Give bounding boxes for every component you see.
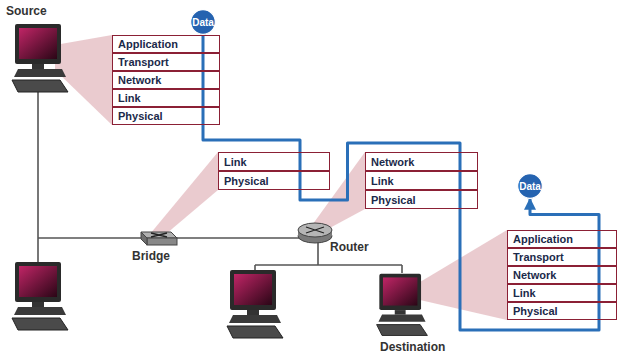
box-ground [218, 171, 330, 190]
layer-name: Physical [513, 305, 558, 317]
data-circle: Data [190, 9, 216, 35]
computer-icon [12, 262, 68, 330]
network-wire [37, 92, 39, 262]
device-label: Router [330, 240, 369, 254]
network-wire [317, 240, 319, 265]
layer-name: Transport [513, 251, 564, 263]
layer-box: Network [365, 152, 478, 171]
computer-icon [12, 24, 68, 92]
layer-name: Link [371, 175, 394, 187]
layer-box: Link [365, 171, 478, 190]
box-ground [218, 152, 330, 171]
data-circle-shape [518, 174, 543, 199]
network-wire [255, 264, 402, 266]
layer-name: Application [118, 38, 178, 50]
layer-box: Link [218, 152, 330, 171]
layer-box: Transport [112, 53, 220, 71]
network-wire [254, 265, 256, 270]
layer-box: Network [507, 266, 617, 284]
computer-icon [377, 274, 428, 336]
data-path [203, 35, 599, 330]
layer-box: Transport [507, 248, 617, 266]
router-icon [306, 227, 324, 233]
router-icon [298, 223, 332, 237]
computer-icon [227, 270, 283, 338]
layer-name: Application [513, 233, 573, 245]
layer-name: Link [118, 92, 141, 104]
layer-name: Transport [118, 56, 169, 68]
bridge-icon [151, 233, 167, 237]
layer-name: Network [118, 74, 161, 86]
layer-name: Physical [371, 194, 416, 206]
bridge-icon [141, 232, 177, 245]
callout-wedges [55, 35, 507, 320]
layer-box: Physical [365, 190, 478, 209]
layer-box: Link [112, 89, 220, 107]
layer-name: Network [513, 269, 556, 281]
callout-wedge [150, 152, 218, 234]
data-circle-shape [191, 10, 216, 35]
layer-box: Physical [507, 302, 617, 320]
layer-box: Network [112, 71, 220, 89]
data-label: Data [519, 181, 541, 192]
layer-name: Physical [224, 175, 269, 187]
router-icon [298, 223, 332, 243]
layer-box: Application [507, 230, 617, 248]
callout-wedge [55, 35, 112, 125]
layer-box: Application [112, 35, 220, 53]
network-wire [401, 265, 403, 273]
layer-box: Link [507, 284, 617, 302]
bridge-icon [147, 238, 177, 245]
device-label: Bridge [132, 249, 170, 263]
data-label: Data [192, 17, 214, 28]
layer-name: Link [513, 287, 536, 299]
layer-name: Link [224, 156, 247, 168]
layer-box: Physical [218, 171, 330, 190]
bridge-icon [141, 232, 147, 245]
device-label: Destination [380, 340, 445, 354]
layer-name: Physical [118, 110, 163, 122]
data-circle: Data [517, 173, 543, 199]
layer-name: Network [371, 156, 414, 168]
device-label: Source [6, 4, 47, 18]
layer-box: Physical [112, 107, 220, 125]
